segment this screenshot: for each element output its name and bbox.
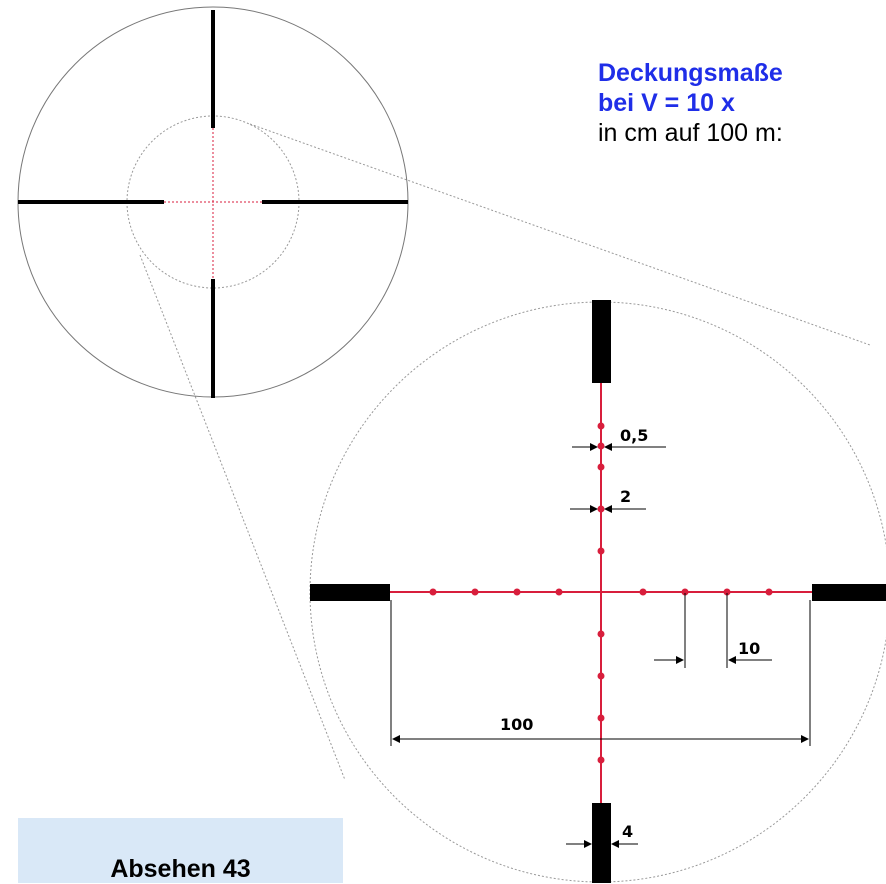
vertical-dot [597,442,605,450]
vertical-dot [597,756,605,764]
vertical-dot [597,547,605,555]
dim-dot-spacing-label: 2 [620,487,631,506]
zoom-connector-lower [139,254,346,781]
horizontal-dot [639,588,647,596]
dim-post-width-label: 4 [622,822,633,841]
reticle-name: Absehen 43 [110,855,251,883]
heading-title-line1: Deckungsmaße [598,59,783,87]
vertical-dot [597,714,605,722]
dim-dot-size-label: 0,5 [620,426,648,445]
vertical-dot [597,672,605,680]
dim-open-center: 100 [390,600,811,746]
reticle-dots [429,422,773,764]
vertical-dot [597,463,605,471]
post-right [812,584,886,601]
post-bottom [592,803,611,883]
vertical-dot [597,422,605,430]
zoomed-reticle: 0,5 2 4 10 100 [309,300,886,883]
horizontal-dot [765,588,773,596]
dim-post-width: 4 [566,822,638,848]
reticle-name-box: Absehen 43 [18,818,343,883]
overview-post-bottom [211,279,215,398]
horizontal-dot [429,588,437,596]
horizontal-dot [555,588,563,596]
overview-post-top [211,10,215,128]
heading-title: Deckungsmaße bei V = 10 x [598,58,783,118]
horizontal-dot [471,588,479,596]
horizontal-dot [681,588,689,596]
dim-dot-spacing: 2 [570,487,646,513]
dim-dot-size: 0,5 [572,426,666,451]
overview-post-left [18,200,164,204]
dim-mark-spacing-label: 10 [738,639,760,658]
horizontal-dot [513,588,521,596]
post-top [592,300,611,383]
heading-title-line2: bei V = 10 x [598,89,735,117]
vertical-dot [597,630,605,638]
dim-mark-spacing: 10 [654,593,772,668]
heading-subtitle: in cm auf 100 m: [598,119,783,147]
dim-open-center-label: 100 [500,715,533,734]
zoom-connector-upper [249,123,871,346]
vertical-dot [597,505,605,513]
horizontal-dot [723,588,731,596]
overview-post-right [262,200,408,204]
overview-reticle [17,6,409,398]
post-left [310,584,390,601]
